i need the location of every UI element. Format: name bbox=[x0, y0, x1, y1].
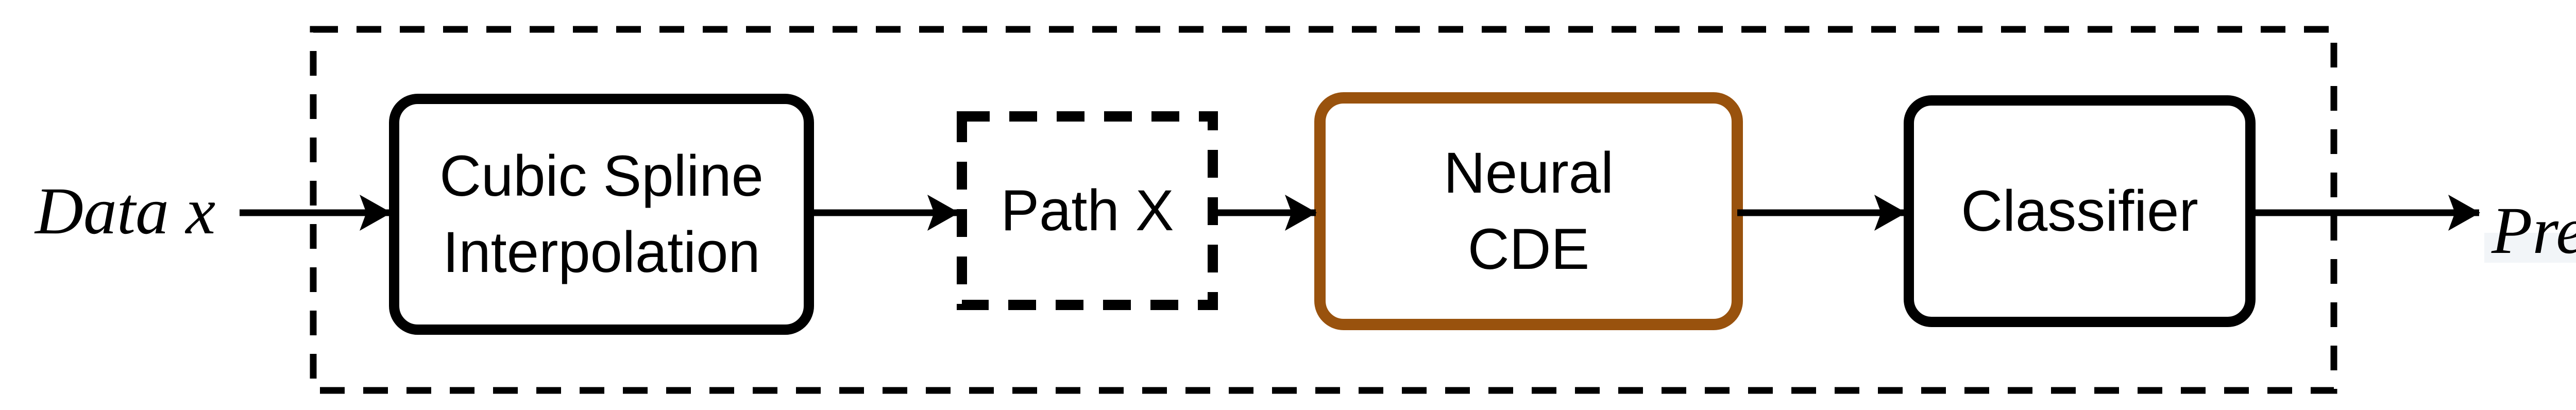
classifier-box-label: Classifier bbox=[1961, 179, 2198, 243]
pipeline-boundary-dashed-frame bbox=[310, 26, 2337, 394]
path-x-box-label: Path X bbox=[1001, 178, 1174, 243]
input-data-label: Data x bbox=[35, 174, 216, 248]
prediction-highlight bbox=[2484, 233, 2576, 263]
neural-cde-box-label: Neural CDE bbox=[1444, 141, 1614, 281]
output-prediction-label: Prediction bbox=[2492, 194, 2576, 268]
cubic-spline-box-label: Cubic Spline Interpolation bbox=[439, 144, 764, 284]
